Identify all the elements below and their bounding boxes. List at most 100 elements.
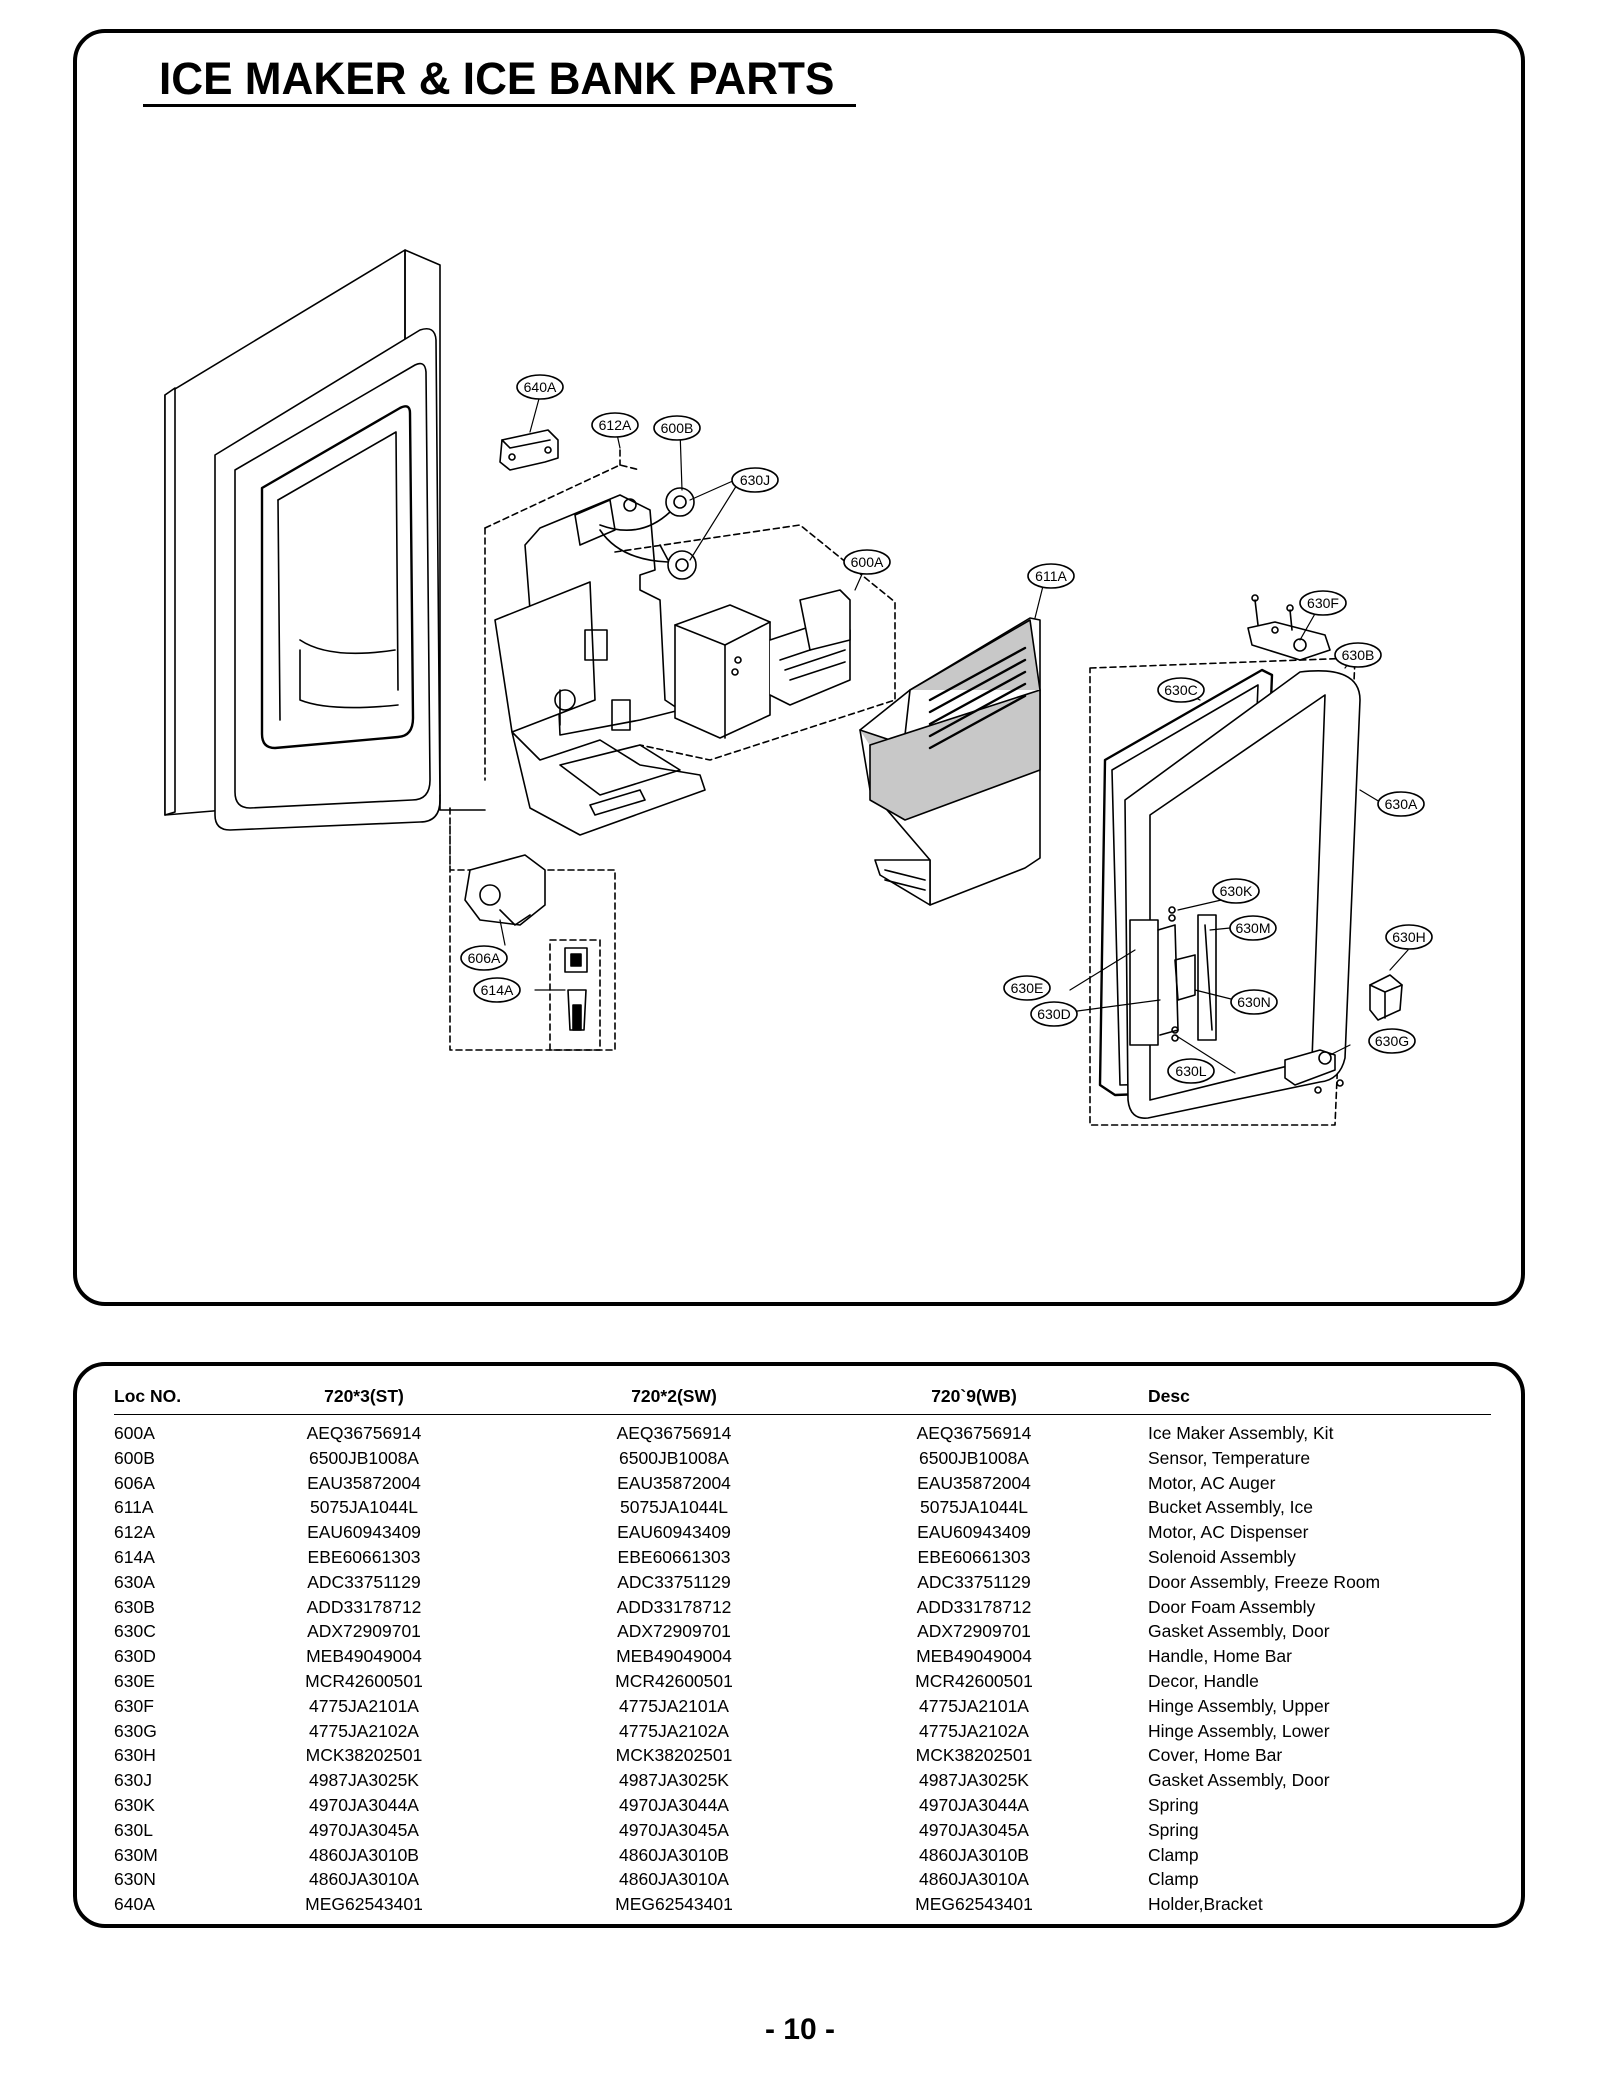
- cell-loc-no: 630M: [114, 1844, 158, 1865]
- auger-motor-drawing: [464, 854, 546, 926]
- svg-text:611A: 611A: [1035, 568, 1067, 584]
- callout-630M: 630M: [1229, 915, 1277, 941]
- cell-part-sw: EBE60661303: [617, 1546, 731, 1567]
- cell-part-st: EAU60943409: [307, 1522, 421, 1543]
- cell-part-st: ADD33178712: [306, 1596, 422, 1617]
- cell-part-st: ADX72909701: [307, 1621, 421, 1642]
- column-header-sw: 720*2(SW): [494, 1378, 854, 1415]
- cell-part-wb: AEQ36756914: [916, 1423, 1032, 1443]
- cell-part-sw: 5075JA1044L: [619, 1497, 729, 1518]
- cell-desc: Gasket Assembly, Door: [1148, 1621, 1330, 1642]
- cell-part-sw: MCK38202501: [615, 1745, 733, 1766]
- cell-part-st: MCK38202501: [305, 1745, 423, 1766]
- cell-desc: Holder,Bracket: [1148, 1894, 1263, 1915]
- title-underline: [143, 104, 856, 107]
- cell-part-st: 4970JA3045A: [309, 1819, 419, 1840]
- cell-part-sw: MCR42600501: [615, 1670, 733, 1691]
- callout-611A: 611A: [1027, 563, 1075, 589]
- svg-text:600B: 600B: [661, 420, 694, 436]
- callout-640A: 640A: [516, 374, 564, 400]
- cell-loc-no: 606A: [114, 1472, 155, 1493]
- cell-part-wb: 4987JA3025K: [919, 1770, 1029, 1791]
- cell-part-sw: MEB49049004: [616, 1646, 732, 1667]
- cell-part-st: MCR42600501: [305, 1670, 423, 1691]
- svg-text:630D: 630D: [1037, 1006, 1070, 1022]
- cell-part-st: 4775JA2101A: [309, 1695, 419, 1716]
- cell-desc: Hinge Assembly, Upper: [1148, 1695, 1330, 1716]
- cell-loc-no: 630E: [114, 1670, 155, 1691]
- freezer-liner-drawing: [164, 249, 486, 831]
- cell-part-wb: 4860JA3010B: [919, 1844, 1029, 1865]
- cell-part-st: 4860JA3010A: [309, 1869, 419, 1890]
- callout-630D: 630D: [1030, 1001, 1078, 1027]
- svg-text:600A: 600A: [851, 554, 884, 570]
- cell-part-st: AEQ36756914: [306, 1423, 422, 1443]
- callout-630K: 630K: [1212, 878, 1260, 904]
- callout-630J: 630J: [731, 467, 779, 493]
- callout-630A: 630A: [1377, 791, 1425, 817]
- cell-part-sw: EAU35872004: [617, 1472, 731, 1493]
- cell-desc: Decor, Handle: [1148, 1670, 1259, 1691]
- cell-part-st: EBE60661303: [307, 1546, 421, 1567]
- cell-loc-no: 630D: [114, 1646, 156, 1667]
- cell-desc: Sensor, Temperature: [1148, 1447, 1311, 1468]
- callout-630L: 630L: [1167, 1058, 1215, 1084]
- cell-desc: Clamp: [1148, 1869, 1199, 1890]
- callout-630H: 630H: [1385, 924, 1433, 950]
- cell-part-wb: ADD33178712: [916, 1596, 1032, 1617]
- cell-part-st: 5075JA1044L: [309, 1497, 419, 1518]
- cell-part-wb: 5075JA1044L: [919, 1497, 1029, 1518]
- cell-part-wb: MEB49049004: [916, 1646, 1032, 1667]
- cell-part-wb: EBE60661303: [917, 1546, 1031, 1567]
- cell-part-sw: ADX72909701: [617, 1621, 731, 1642]
- cell-part-st: MEG62543401: [305, 1894, 423, 1915]
- cell-part-wb: 4970JA3044A: [919, 1794, 1029, 1815]
- temperature-sensor-drawing: [599, 487, 697, 580]
- cell-loc-no: 630F: [114, 1695, 154, 1716]
- cell-desc: Ice Maker Assembly, Kit: [1148, 1423, 1334, 1443]
- cell-loc-no: 630G: [114, 1720, 157, 1741]
- cell-loc-no: 600A: [114, 1423, 155, 1443]
- svg-text:640A: 640A: [524, 379, 557, 395]
- cell-desc: Cover, Home Bar: [1148, 1745, 1283, 1766]
- callout-630F: 630F: [1299, 590, 1347, 616]
- cell-part-wb: MCR42600501: [915, 1670, 1033, 1691]
- table-row: 630E MCR42600501 MCR42600501 MCR42600501 Dec…: [114, 1669, 1491, 1694]
- cell-loc-no: 611A: [114, 1497, 154, 1518]
- cell-part-sw: ADD33178712: [616, 1596, 732, 1617]
- svg-text:630J: 630J: [740, 472, 770, 488]
- table-header-row: Loc NO. 720*3(ST) 720*2(SW) 720`9(WB) De…: [114, 1378, 1491, 1415]
- cell-part-sw: 4775JA2101A: [619, 1695, 729, 1716]
- cell-desc: Gasket Assembly, Door: [1148, 1770, 1330, 1791]
- column-header-desc: Desc: [1094, 1378, 1491, 1415]
- cell-loc-no: 630C: [114, 1621, 156, 1642]
- callout-606A: 606A: [460, 945, 508, 971]
- cell-desc: Motor, AC Auger: [1148, 1472, 1276, 1493]
- cell-part-st: 4775JA2102A: [309, 1720, 419, 1741]
- cell-desc: Door Assembly, Freeze Room: [1148, 1571, 1381, 1592]
- cell-part-st: 4987JA3025K: [309, 1770, 419, 1791]
- page-number: - 10 -: [764, 2013, 836, 2046]
- callout-630G: 630G: [1368, 1028, 1416, 1054]
- cell-part-st: ADC33751129: [307, 1571, 421, 1592]
- cell-part-wb: 4860JA3010A: [919, 1869, 1029, 1890]
- svg-text:630B: 630B: [1342, 647, 1375, 663]
- cell-loc-no: 612A: [114, 1522, 155, 1543]
- cell-desc: Spring: [1148, 1794, 1199, 1815]
- cell-part-sw: 4860JA3010B: [619, 1844, 729, 1865]
- cell-part-wb: EAU60943409: [917, 1522, 1031, 1543]
- cell-part-st: 6500JB1008A: [309, 1447, 419, 1468]
- callout-614A: 614A: [473, 977, 521, 1003]
- cell-part-st: EAU35872004: [307, 1472, 421, 1493]
- cell-part-wb: MCK38202501: [915, 1745, 1033, 1766]
